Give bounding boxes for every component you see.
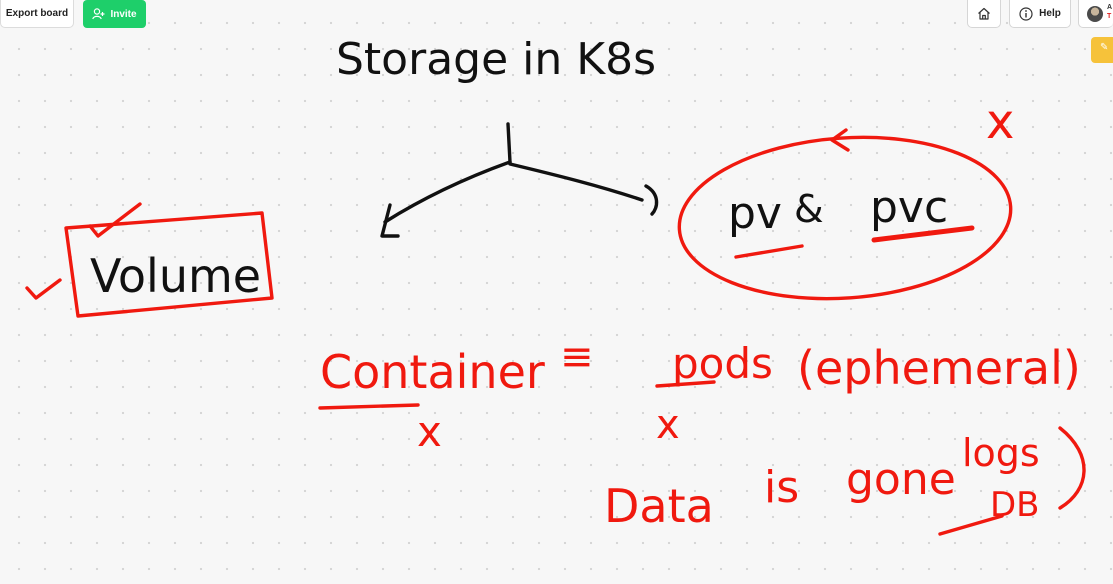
pv-label: pv — [728, 188, 782, 239]
volume-label: Volume — [90, 249, 261, 303]
pods-underline — [655, 380, 716, 388]
pencil-icon: ✎ — [1100, 42, 1109, 53]
equivalence-sign: ≡ — [560, 334, 594, 380]
cross-mark: x — [986, 94, 1014, 150]
gone-label: gone — [846, 454, 956, 505]
home-icon — [978, 7, 990, 20]
is-label: is — [764, 462, 799, 513]
help-button[interactable]: Help — [1009, 0, 1071, 28]
user-initial: A — [1107, 4, 1113, 11]
help-label: Help — [1039, 8, 1061, 19]
pvc-label: pvc — [870, 182, 948, 233]
logs-db-underline — [938, 514, 1004, 536]
pods-label: pods — [672, 339, 773, 388]
circle-arrow-tip — [830, 128, 850, 152]
sticky-note-tab[interactable]: ✎ — [1091, 37, 1113, 63]
avatar — [1087, 5, 1103, 22]
user-status: T — [1107, 13, 1112, 20]
pods-cross: x — [656, 402, 680, 448]
ephemeral-label: (ephemeral) — [797, 341, 1081, 395]
pv-pvc-circle — [677, 135, 1013, 301]
invite-button[interactable]: Invite — [83, 0, 146, 28]
logs-label: logs — [962, 431, 1040, 475]
data-label: Data — [604, 479, 714, 533]
pv-underline — [734, 244, 804, 259]
home-button[interactable] — [967, 0, 1001, 28]
export-board-button[interactable]: Export board — [0, 0, 74, 28]
board-title: Storage in K8s — [336, 34, 656, 85]
closing-paren — [1058, 426, 1086, 510]
info-icon — [1019, 6, 1033, 21]
pvc-underline — [871, 225, 975, 243]
user-menu[interactable]: A T — [1078, 0, 1113, 28]
invite-label: Invite — [110, 8, 137, 20]
export-board-label: Export board — [5, 8, 69, 19]
add-user-icon — [92, 8, 105, 20]
container-label: Container — [320, 345, 545, 399]
tree-branches — [380, 122, 659, 238]
volume-box — [25, 202, 274, 318]
container-underline — [318, 403, 420, 410]
container-cross: x — [417, 407, 442, 456]
ampersand-label: & — [794, 187, 824, 231]
